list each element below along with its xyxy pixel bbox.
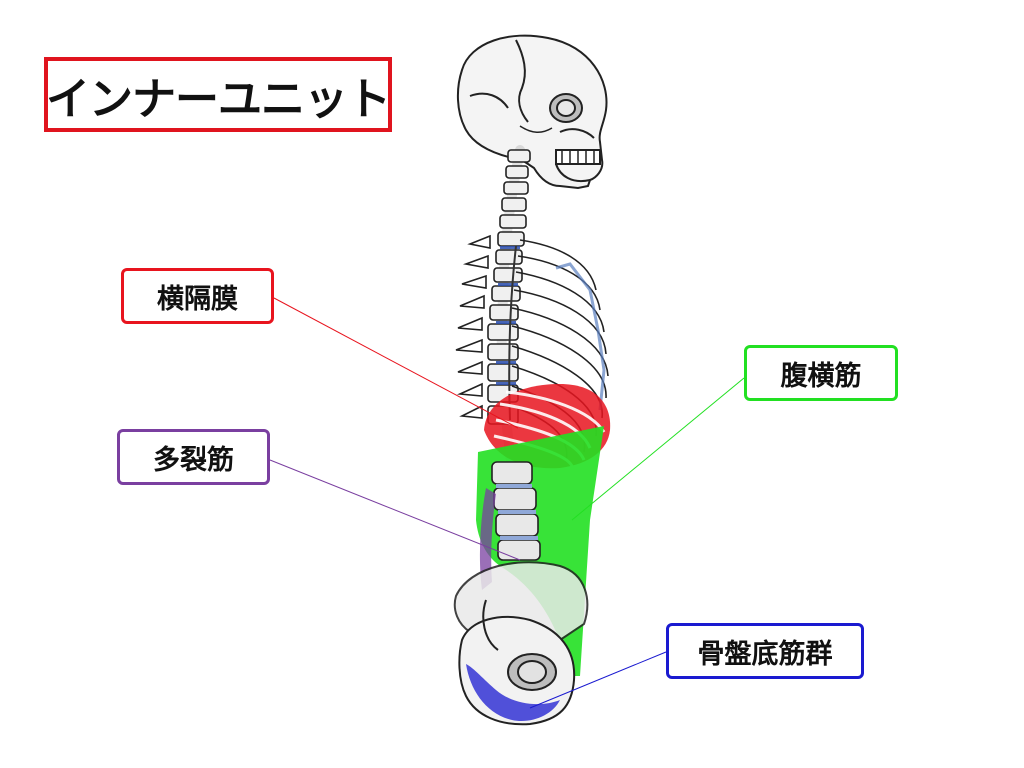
pelvic-floor-region (466, 664, 560, 722)
pelvic-floor-leader-line (529, 651, 667, 709)
lumbar-spine (491, 461, 541, 561)
page-title: インナーユニット (44, 57, 392, 132)
multifidus-region (479, 488, 496, 590)
transversus-leader-line (571, 377, 745, 521)
label-transversus-abdominis: 腹横筋 (744, 345, 898, 401)
label-pelvic-floor: 骨盤底筋群 (666, 623, 864, 679)
label-multifidus: 多裂筋 (117, 429, 270, 485)
diaphragm-leader-line (273, 297, 519, 429)
multifidus-leader-line (269, 459, 521, 561)
label-diaphragm: 横隔膜 (121, 268, 274, 324)
skull (456, 34, 608, 190)
